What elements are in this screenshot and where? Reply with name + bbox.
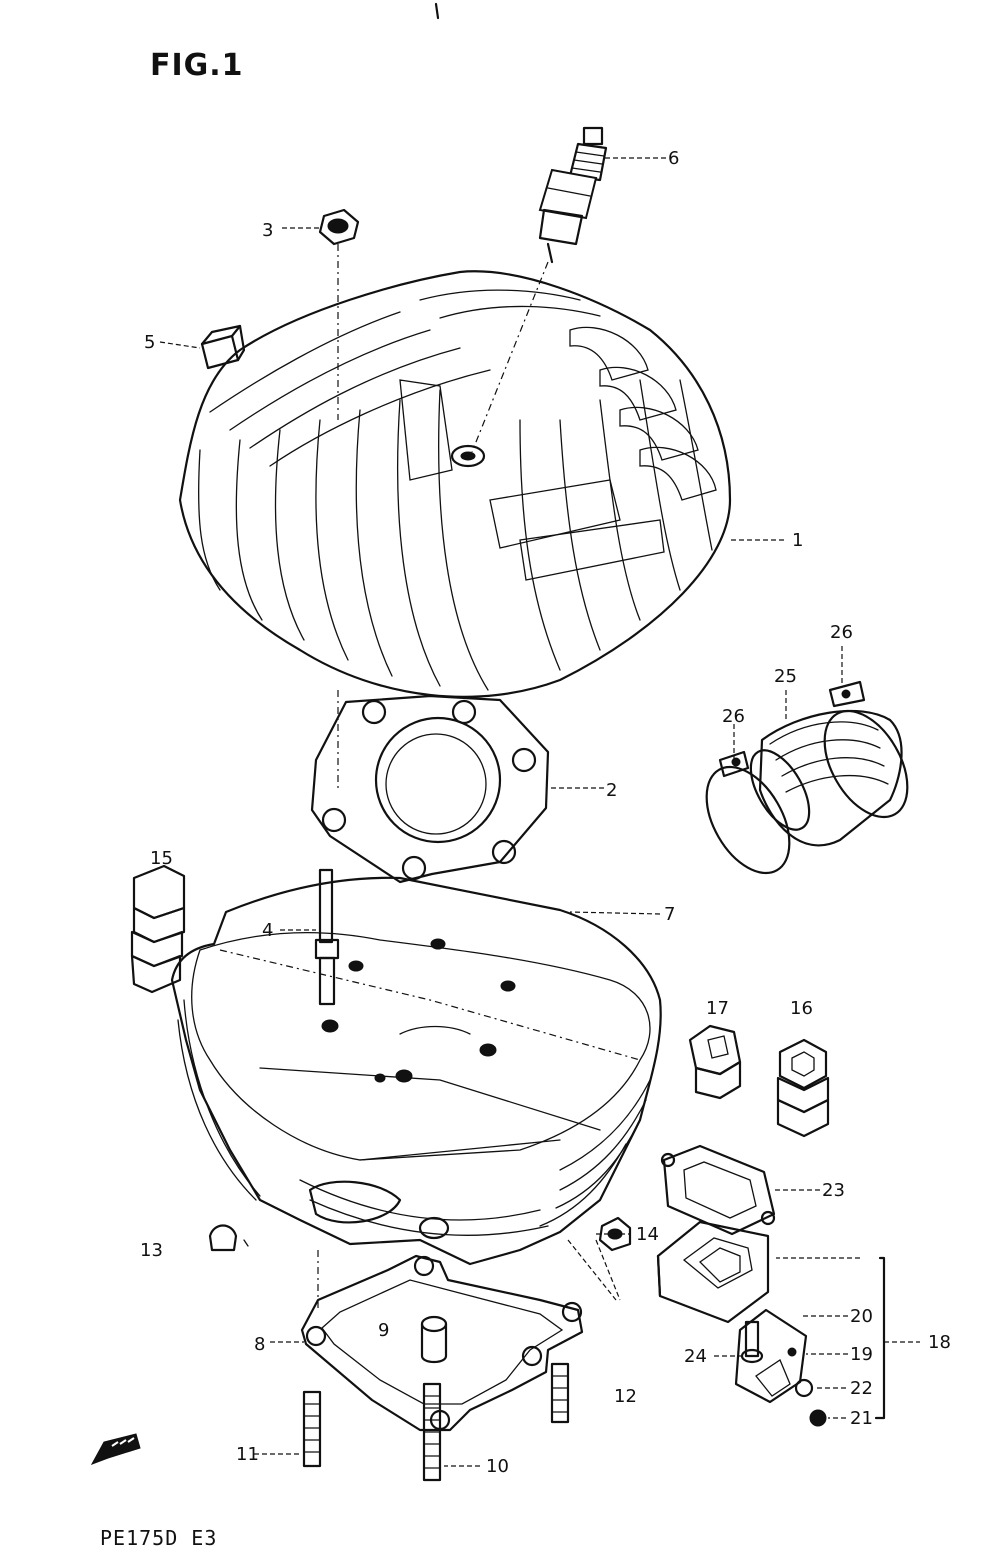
callout-3: 3 bbox=[262, 220, 273, 241]
stud-12 bbox=[550, 1362, 570, 1424]
dowel-pin-13 bbox=[208, 1224, 249, 1252]
hose-clamp-26b bbox=[823, 680, 909, 819]
cylinder-head bbox=[178, 270, 732, 698]
callout-7: 7 bbox=[664, 904, 675, 925]
stud-11 bbox=[302, 1390, 322, 1468]
spark-plug bbox=[538, 126, 608, 264]
callout-14: 14 bbox=[636, 1224, 659, 1245]
cylinder-block bbox=[170, 876, 662, 1266]
rubber-damper-16 bbox=[776, 1038, 830, 1138]
rubber-damper-15 bbox=[130, 864, 186, 994]
head-nut bbox=[318, 208, 360, 246]
cylinder-stud bbox=[314, 868, 340, 1006]
reed-screw bbox=[740, 1320, 764, 1364]
model-code: PE175D E3 bbox=[100, 1526, 218, 1550]
callout-25: 25 bbox=[774, 666, 797, 687]
callout-18: 18 bbox=[928, 1332, 951, 1353]
callout-1: 1 bbox=[792, 530, 803, 551]
rubber-damper-5 bbox=[200, 324, 246, 370]
intake-pipe bbox=[749, 709, 903, 847]
callout-21: 21 bbox=[850, 1408, 873, 1429]
front-arrow-icon bbox=[90, 1433, 141, 1465]
base-gasket bbox=[300, 1254, 584, 1432]
callout-11: 11 bbox=[236, 1444, 259, 1465]
fig-title: FIG.1 bbox=[150, 48, 244, 83]
reed-valve-gasket bbox=[660, 1144, 776, 1236]
reed-nut bbox=[809, 1409, 827, 1427]
callout-13: 13 bbox=[140, 1240, 163, 1261]
callout-9: 9 bbox=[378, 1320, 389, 1341]
callout-4: 4 bbox=[262, 920, 273, 941]
head-gasket bbox=[310, 694, 550, 884]
callout-23: 23 bbox=[822, 1180, 845, 1201]
reed-valve-body bbox=[656, 1220, 770, 1324]
leader-12a bbox=[567, 1239, 617, 1301]
callout-8: 8 bbox=[254, 1334, 265, 1355]
leader-12b bbox=[595, 1239, 621, 1301]
callout-24: 24 bbox=[684, 1346, 707, 1367]
callout-15: 15 bbox=[150, 848, 173, 869]
axis-line-plug bbox=[471, 261, 549, 453]
callout-26a: 26 bbox=[722, 706, 745, 727]
callout-12: 12 bbox=[614, 1386, 637, 1407]
rubber-damper-17 bbox=[688, 1024, 742, 1100]
callout-17: 17 bbox=[706, 998, 729, 1019]
callout-22: 22 bbox=[850, 1378, 873, 1399]
callout-19: 19 bbox=[850, 1344, 873, 1365]
callout-16: 16 bbox=[790, 998, 813, 1019]
callout-10: 10 bbox=[486, 1456, 509, 1477]
callout-26b: 26 bbox=[830, 622, 853, 643]
callout-5: 5 bbox=[144, 332, 155, 353]
stud-10 bbox=[422, 1382, 442, 1482]
dowel-pin-9 bbox=[420, 1315, 448, 1364]
scan-mark bbox=[434, 2, 440, 20]
callout-6: 6 bbox=[668, 148, 679, 169]
callout-20: 20 bbox=[850, 1306, 873, 1327]
callout-2: 2 bbox=[606, 780, 617, 801]
reed-washer bbox=[794, 1378, 814, 1398]
